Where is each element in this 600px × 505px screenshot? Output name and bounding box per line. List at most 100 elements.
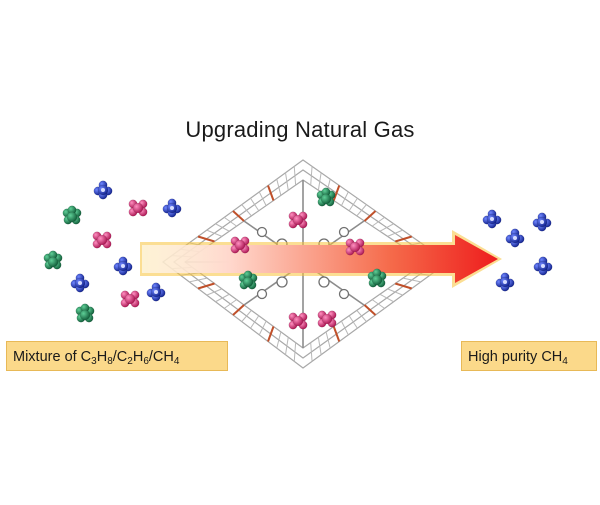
methane-molecule xyxy=(533,256,553,276)
ethane-molecule xyxy=(62,205,82,225)
framework-metal-node xyxy=(267,185,275,201)
atom-highlight xyxy=(121,264,125,268)
framework-rung xyxy=(215,223,230,232)
framework-rung xyxy=(241,310,252,322)
framework-rung xyxy=(371,216,385,227)
gas-molecules xyxy=(43,180,553,330)
methane-molecule xyxy=(146,282,166,302)
framework-rung xyxy=(206,288,223,296)
atom xyxy=(242,276,254,288)
atom-highlight xyxy=(503,280,507,284)
framework-metal-node xyxy=(332,326,341,342)
atom xyxy=(371,274,383,286)
framework-rung xyxy=(215,293,230,303)
framework-rung xyxy=(206,229,223,237)
framework-rung xyxy=(276,331,282,349)
framework-nodes xyxy=(197,185,413,342)
atom xyxy=(79,309,91,321)
framework-rung xyxy=(258,191,267,206)
atom-highlight xyxy=(541,264,545,268)
propane-molecule xyxy=(120,290,140,308)
framework-rung xyxy=(387,288,403,296)
propane-molecule xyxy=(92,231,112,249)
atom xyxy=(66,211,78,223)
framework-metal-node xyxy=(267,326,275,342)
framework-rung xyxy=(317,337,322,355)
ethane-molecule xyxy=(367,268,387,288)
framework-metal-node xyxy=(394,282,413,290)
atom xyxy=(234,239,246,251)
atom xyxy=(132,202,144,214)
framework-metal-node xyxy=(363,304,377,316)
framework-metal-node xyxy=(197,235,215,243)
framework-rung xyxy=(310,342,313,362)
framework-rung xyxy=(310,166,313,186)
atom xyxy=(96,234,108,246)
framework-metal-node xyxy=(232,210,245,222)
framework-rung xyxy=(276,179,282,196)
atom xyxy=(124,293,136,305)
propane-molecule xyxy=(317,310,337,328)
atom-highlight xyxy=(170,206,174,210)
methane-molecule xyxy=(93,180,113,200)
propane-molecule xyxy=(288,312,308,330)
framework-rung xyxy=(402,277,421,283)
methane-molecule xyxy=(482,209,502,229)
methane-molecule xyxy=(162,198,182,218)
propane-molecule xyxy=(345,238,365,256)
framework-rung xyxy=(285,337,289,355)
ethane-molecule xyxy=(43,250,63,270)
product-label: High purity CH4 xyxy=(461,341,597,371)
atom xyxy=(292,214,304,226)
framework-rung xyxy=(293,166,297,186)
framework-rung xyxy=(356,310,367,322)
framework-rung xyxy=(223,299,237,309)
diagram-title: Upgrading Natural Gas xyxy=(185,117,415,142)
atom xyxy=(47,256,59,268)
framework-metal-node xyxy=(232,304,245,316)
framework-rung xyxy=(250,197,260,212)
methane-molecule xyxy=(70,273,90,293)
methane-molecule xyxy=(495,272,515,292)
atom-highlight xyxy=(78,281,82,285)
framework-rung xyxy=(293,342,297,362)
framework-rung xyxy=(379,293,394,303)
methane-molecule xyxy=(532,212,552,232)
framework-metal-node xyxy=(197,282,215,290)
atom xyxy=(321,313,333,325)
propane-molecule xyxy=(128,199,148,217)
propane-molecule xyxy=(288,211,308,229)
atom-highlight xyxy=(154,290,158,294)
ethane-molecule xyxy=(316,187,336,207)
mixture-label: Mixture of C3H8/C2H6/CH4 xyxy=(6,341,228,371)
atom-highlight xyxy=(101,188,105,192)
framework-rung xyxy=(379,223,394,232)
framework-rung xyxy=(387,229,403,237)
atom xyxy=(292,315,304,327)
ethane-molecule xyxy=(75,303,95,323)
framework-metal-node xyxy=(332,185,341,201)
framework-rung xyxy=(348,315,358,329)
framework-rung xyxy=(340,320,349,336)
atom-highlight xyxy=(490,217,494,221)
framework-rung xyxy=(340,191,349,206)
ethane-molecule xyxy=(238,270,258,290)
framework-metal-node xyxy=(363,210,377,222)
framework-rung xyxy=(250,315,260,329)
framework-rung xyxy=(285,172,289,191)
atom xyxy=(320,193,332,205)
propane-molecule xyxy=(230,236,250,254)
framework-rung xyxy=(348,197,358,212)
atom-highlight xyxy=(540,220,544,224)
framework-rung xyxy=(317,172,322,191)
framework-rung xyxy=(241,204,252,217)
methane-molecule xyxy=(113,256,133,276)
atom-highlight xyxy=(513,236,517,240)
methane-molecule xyxy=(505,228,525,248)
framework-rung xyxy=(189,277,208,283)
framework-rung xyxy=(371,299,385,309)
framework-rung xyxy=(223,216,237,227)
separation-arrow xyxy=(140,230,502,288)
